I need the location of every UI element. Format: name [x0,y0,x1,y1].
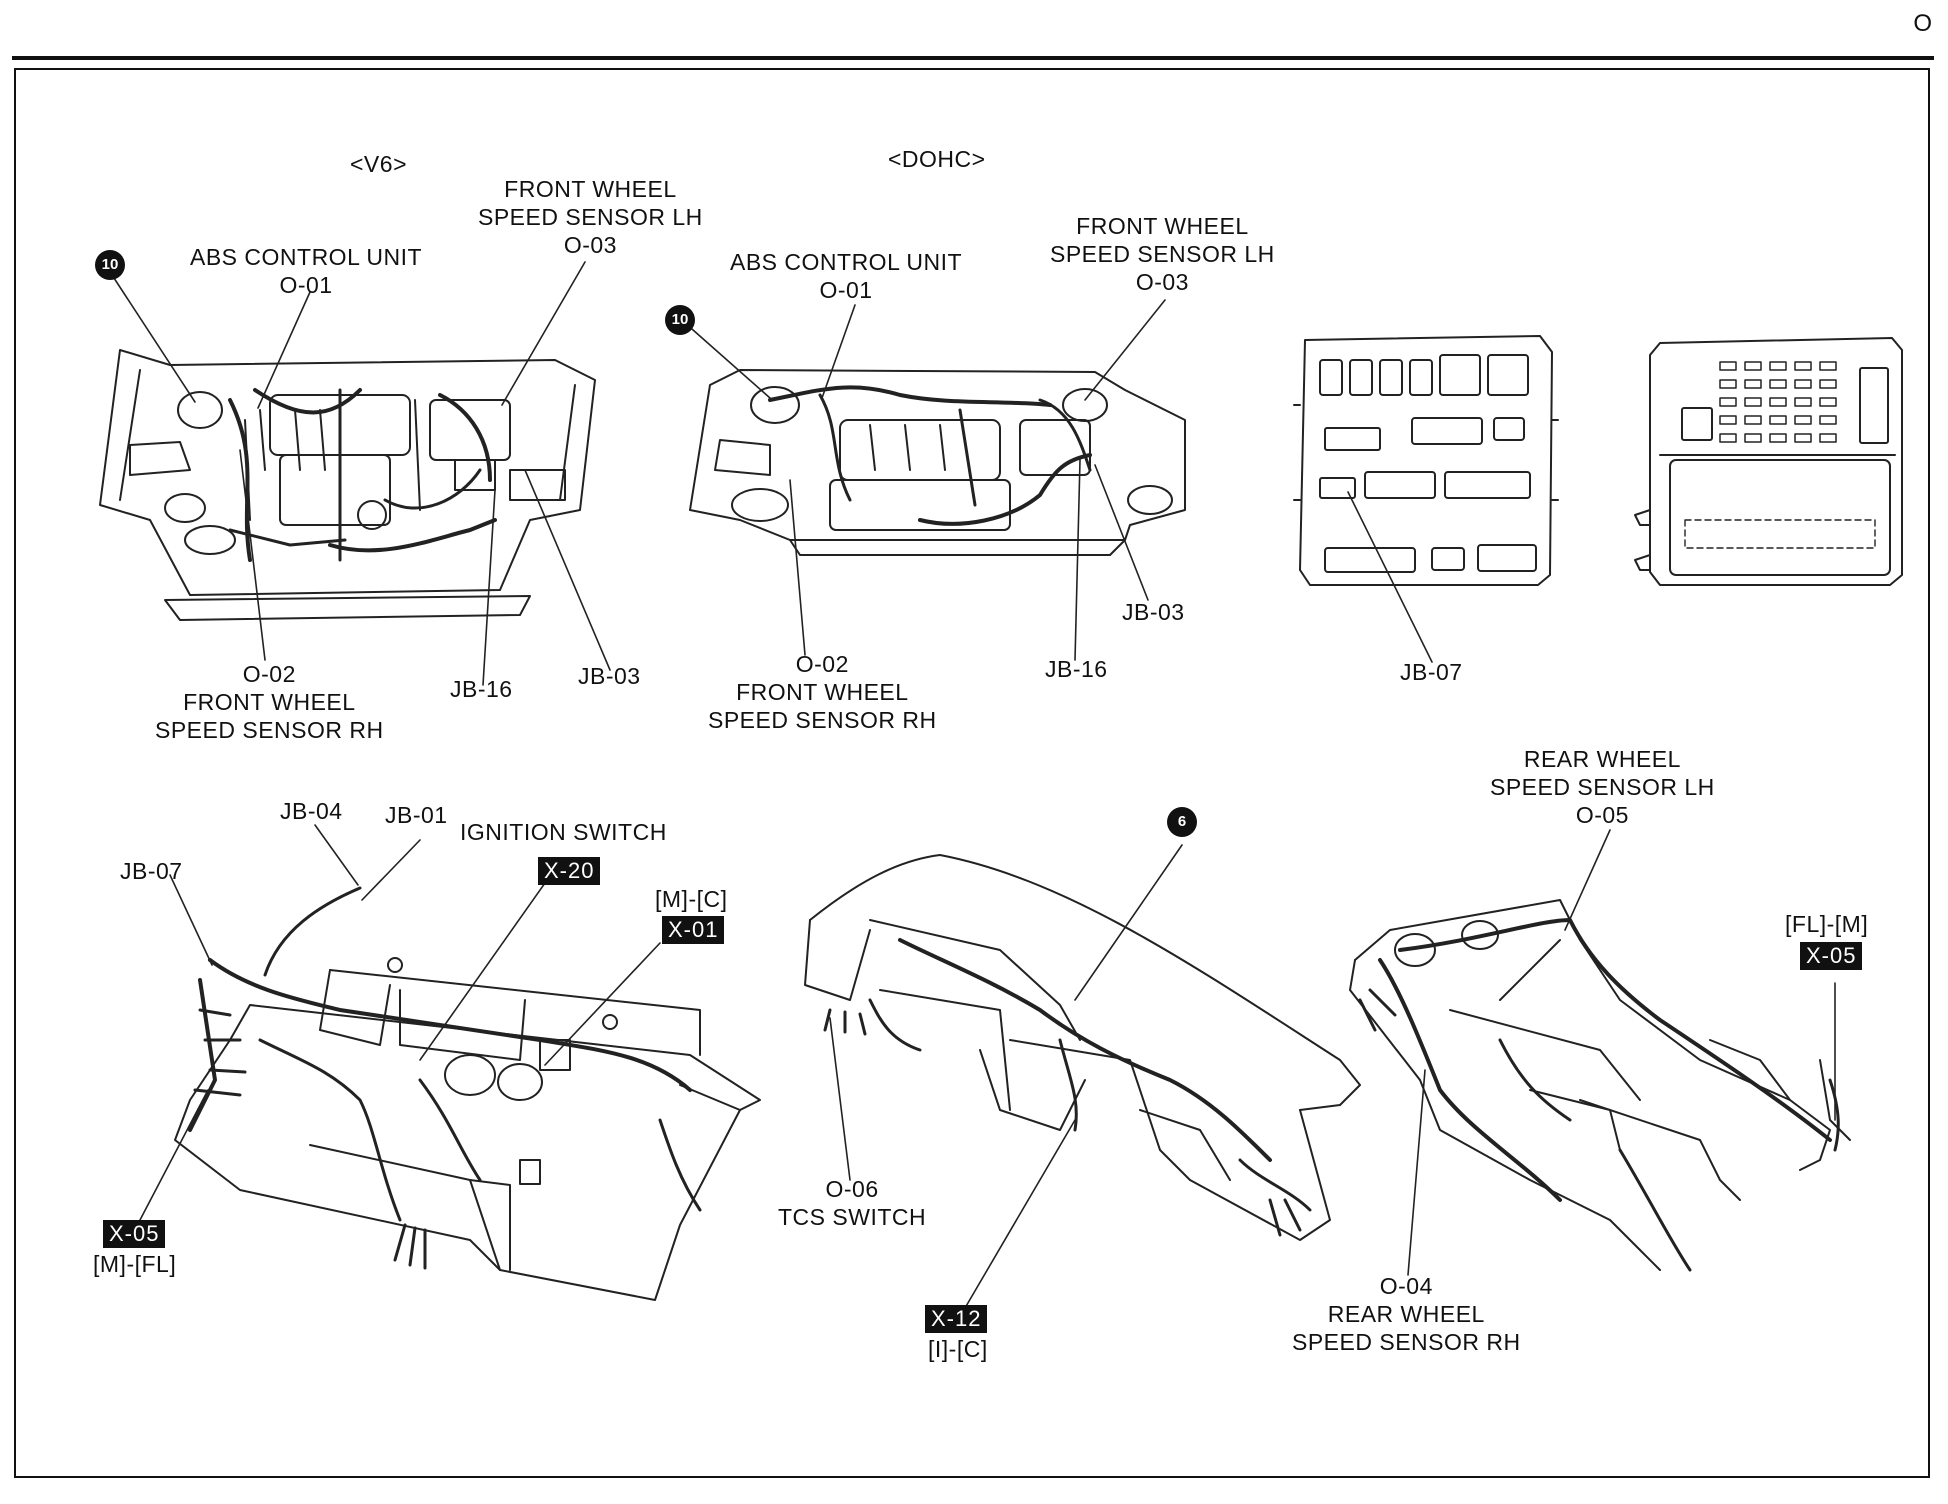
v6-ground-badge: 10 [95,250,125,280]
v6-jb03-label: JB-03 [578,663,641,689]
dash-jb04-label: JB-04 [280,798,343,824]
junction-block-jb07-illustration [1293,335,1559,586]
dash-jb01-label: JB-01 [385,802,448,828]
left-dash-harness-illustration [174,886,761,1301]
junction-block-jb07-label: JB-07 [1400,659,1463,685]
dohc-leader-lines [683,299,1166,661]
dohc-variant-header: <DOHC> [888,146,986,172]
connector-x05-left-location: [M]-[FL] [93,1251,177,1277]
dohc-jb03-label: JB-03 [1122,599,1185,625]
section-letter: O [1913,10,1932,37]
connector-x05-right-tag: X-05 [1800,942,1863,970]
connector-x20-tag: X-20 [538,857,601,885]
connector-x12-tag: X-12 [925,1305,988,1333]
jb07-leader-line [1347,491,1433,663]
ignition-switch-label: IGNITION SWITCH [460,819,667,845]
connector-x05-right-location: [FL]-[M] [1785,911,1869,937]
connector-x01-location: [M]-[C] [655,886,728,912]
v6-leader-lines [111,261,611,686]
diagram-frame [14,68,1930,1478]
connector-x01-tag: X-01 [662,916,725,944]
dohc-engine-bay-illustration [689,369,1186,556]
v6-jb16-label: JB-16 [450,676,513,702]
left-dash-leader-lines [139,824,661,1221]
center-dash-harness-illustration [804,854,1361,1241]
floor-harness-illustration [1349,899,1851,1272]
junction-block-engine-room-illustration [1634,337,1903,586]
dash-jb07-label: JB-07 [120,858,183,884]
center-dash-ground-badge: 6 [1167,807,1197,837]
center-dash-leader-lines [829,844,1183,1309]
v6-variant-header: <V6> [350,151,407,177]
v6-engine-bay-illustration [99,349,596,621]
dohc-jb16-label: JB-16 [1045,656,1108,682]
dohc-ground-badge: 10 [665,305,695,335]
connector-x12-location: [I]-[C] [928,1336,988,1362]
header-rule [12,56,1934,60]
floor-leader-lines [1407,829,1836,1276]
connector-x05-left-tag: X-05 [103,1220,166,1248]
